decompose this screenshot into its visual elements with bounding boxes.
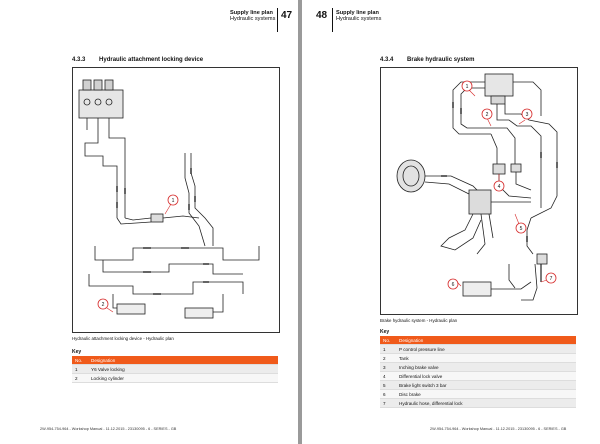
key-designation: Brake light switch 3 bar — [396, 380, 576, 390]
right-page-number: 48 — [316, 10, 328, 21]
callout-2-label: 2 — [102, 302, 105, 308]
right-caption: Brake hydraulic system - Hydraulic plan — [380, 318, 458, 323]
left-key-label: Key — [72, 349, 82, 355]
callout-1-circle — [461, 80, 473, 92]
callout-5-circle — [515, 222, 527, 234]
key-designation: Inching brake valve — [396, 362, 576, 372]
callout-2-circle — [97, 298, 109, 310]
table-row: 6 Disc brake — [380, 389, 576, 399]
lock-valve — [150, 213, 164, 223]
callout-5-label: 5 — [520, 226, 523, 232]
left-page: Supply line plan Hydraulic systems 47 4.… — [0, 0, 298, 444]
right-header: Supply line plan Hydraulic systems — [336, 10, 381, 23]
table-row: 1 P control pressure line — [380, 344, 576, 354]
callout-7-label: 7 — [550, 276, 553, 282]
left-callouts: 1 2 — [97, 194, 179, 313]
left-key-table: No. Designation 1 Y6 Valve locking 2 Loc… — [72, 356, 278, 383]
callout-4-circle — [493, 180, 505, 192]
callout-1-label: 1 — [466, 84, 469, 90]
right-section-number: 4.3.4 — [380, 57, 394, 63]
right-callout-labels: 1 2 3 4 5 6 7 — [452, 84, 553, 288]
key-no: 5 — [380, 380, 396, 390]
key-designation: Tank — [396, 353, 576, 363]
table-row: 4 Differential lock valve — [380, 371, 576, 381]
left-section-number: 4.3.3 — [72, 57, 86, 63]
table-row: 2 Tank — [380, 353, 576, 363]
key-no: 6 — [380, 389, 396, 399]
key-no: 1 — [380, 344, 396, 354]
right-key-header-designation: Designation — [396, 336, 576, 345]
table-row: 5 Brake light switch 3 bar — [380, 380, 576, 390]
right-hydraulic-diagram: 1 2 3 4 5 6 7 — [380, 67, 578, 315]
left-header-divider — [277, 8, 279, 32]
callout-3-label: 3 — [526, 112, 529, 118]
key-no: 7 — [380, 398, 396, 408]
right-callouts — [447, 80, 557, 290]
left-key-header-row: No. Designation — [72, 356, 278, 365]
callout-4-label: 4 — [498, 184, 501, 190]
right-key-header-row: No. Designation — [380, 336, 576, 345]
left-header-subtitle: Hydraulic systems — [230, 16, 276, 23]
left-key-header-designation: Designation — [88, 356, 278, 365]
valve-block — [78, 89, 124, 119]
table-row: 7 Hydraulic hose, differential lock — [380, 398, 576, 408]
right-header-divider — [332, 8, 334, 32]
left-section-heading: 4.3.3 Hydraulic attachment locking devic… — [72, 57, 203, 63]
right-footer: 2W-954-754-964 - Workshop Manual - 11.12… — [430, 427, 567, 431]
right-section-heading: 4.3.4 Brake hydraulic system — [380, 57, 474, 63]
key-designation: Locking cylinder — [88, 373, 278, 383]
page-gutter — [298, 0, 302, 444]
right-header-subtitle: Hydraulic systems — [336, 16, 382, 23]
right-diagram-svg: 1 2 3 4 5 6 7 — [396, 73, 558, 301]
callout-6-label: 6 — [452, 282, 455, 288]
right-header-title: Supply line plan — [336, 10, 379, 16]
key-designation: Y6 Valve locking — [88, 364, 278, 374]
callout-1-label: 1 — [172, 198, 175, 204]
callout-2-label: 2 — [486, 112, 489, 118]
left-caption: Hydraulic attachment locking device - Hy… — [72, 336, 174, 341]
locking-cylinder-right — [184, 307, 214, 319]
callout-2-circle — [481, 108, 493, 120]
table-row: 3 Inching brake valve — [380, 362, 576, 372]
tank — [396, 159, 426, 193]
key-no: 3 — [380, 362, 396, 372]
disc-brake — [462, 281, 492, 297]
right-page: 48 Supply line plan Hydraulic systems 4.… — [302, 0, 600, 444]
right-key-label: Key — [380, 329, 390, 335]
key-no: 1 — [72, 364, 88, 374]
key-designation: Disc brake — [396, 389, 576, 399]
right-key-table: No. Designation 1 P control pressure lin… — [380, 336, 576, 408]
left-diagram-svg: 1 2 — [78, 79, 260, 319]
table-row: 1 Y6 Valve locking — [72, 364, 278, 374]
left-header: Supply line plan Hydraulic systems — [230, 10, 275, 23]
key-no: 2 — [380, 353, 396, 363]
left-key-header-no: No. — [72, 356, 88, 365]
callout-6-circle — [447, 278, 459, 290]
key-designation: Hydraulic hose, differential lock — [396, 398, 576, 408]
left-page-number: 47 — [281, 10, 293, 21]
right-key-header-no: No. — [380, 336, 396, 345]
left-footer: 2W-954-754-964 - Workshop Manual - 11.12… — [40, 427, 177, 431]
key-no: 4 — [380, 371, 396, 381]
locking-cylinder-left — [116, 303, 146, 315]
left-section-title: Hydraulic attachment locking device — [99, 57, 204, 63]
key-no: 2 — [72, 373, 88, 383]
key-designation: Differential lock valve — [396, 371, 576, 381]
left-header-title: Supply line plan — [230, 10, 273, 16]
callout-3-circle — [521, 108, 533, 120]
brake-valve-body — [468, 189, 492, 215]
callout-1-circle — [167, 194, 179, 206]
key-designation: P control pressure line — [396, 344, 576, 354]
left-hydraulic-diagram: 1 2 — [72, 67, 280, 333]
callout-7-circle — [545, 272, 557, 284]
table-row: 2 Locking cylinder — [72, 373, 278, 383]
right-section-title: Brake hydraulic system — [407, 57, 475, 63]
inching-valve-block — [484, 73, 514, 97]
